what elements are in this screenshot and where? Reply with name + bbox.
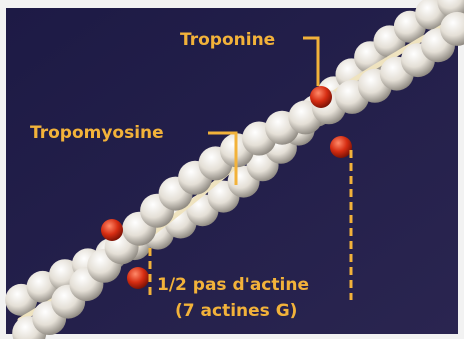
troponin-bead	[101, 219, 123, 241]
half-pitch-sublabel: (7 actines G)	[175, 301, 297, 321]
tropomyosin-label: Tropomyosine	[30, 123, 164, 143]
actin-filament-front-strand	[12, 11, 464, 339]
troponin-bead	[310, 86, 332, 108]
troponin-complexes	[101, 86, 352, 289]
half-pitch-label: 1/2 pas d'actine	[157, 275, 309, 295]
troponin-bead	[330, 136, 352, 158]
tropomyosin-leader-line	[208, 131, 238, 185]
troponin-label: Troponine	[180, 30, 275, 50]
actin-monomer-front	[440, 11, 464, 46]
troponin-leader-line	[303, 36, 320, 86]
troponin-bead	[127, 267, 149, 289]
